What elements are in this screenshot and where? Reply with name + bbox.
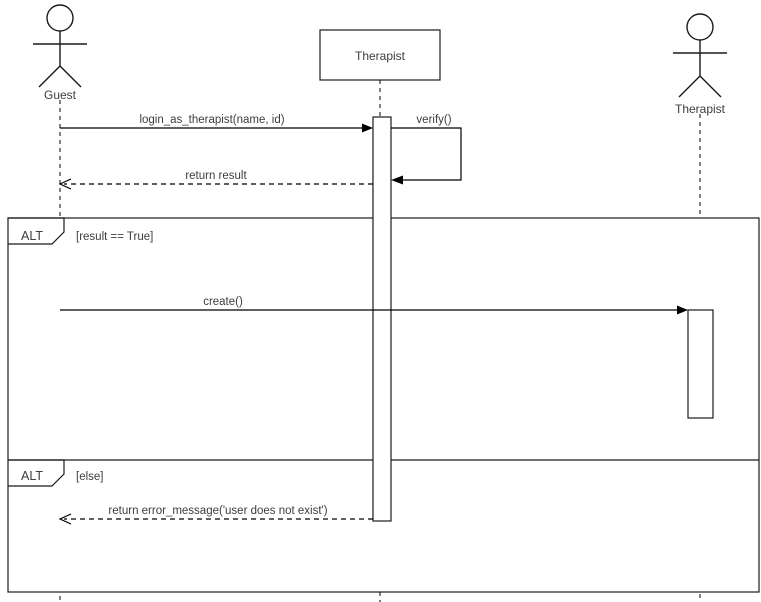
fragment-operator-label: ALT [21,229,43,243]
message-return-result[interactable]: return result [58,170,373,190]
fragment-operator-tab [8,459,65,487]
fragment-operand-true: ALT [result == True] [8,217,153,245]
participant-therapist-system[interactable]: Therapist [319,29,441,81]
message-label: return result [185,170,247,182]
message-arrowhead-icon [362,123,373,133]
message-arrowhead-icon [677,305,688,315]
actor-right-leg-icon [699,75,722,98]
participant-guest[interactable]: Guest [33,4,87,102]
fragment-guard-label: [result == True] [76,231,153,243]
message-verify-self-call[interactable]: verify() [391,114,462,185]
participant-label-guest: Guest [44,88,77,102]
message-label: login_as_therapist(name, id) [139,114,284,126]
message-arrowhead-icon [391,175,403,185]
participant-box [319,29,441,81]
fragment-operand-else: ALT [else] [8,459,104,487]
message-return-error[interactable]: return error_message('user does not exis… [58,505,373,525]
message-open-arrowhead-icon [58,513,72,525]
message-label: return error_message('user does not exis… [108,505,327,517]
message-open-arrowhead-icon [58,178,72,190]
fragment-operator-tab [8,217,65,245]
message-label: verify() [416,114,451,126]
message-create[interactable]: create() [60,296,688,315]
actor-head-icon [686,13,714,41]
actor-left-leg-icon [38,65,61,88]
participant-label-therapist-actor: Therapist [675,102,726,116]
actor-left-leg-icon [678,75,701,98]
activation-bars [372,116,714,522]
activation-bar-therapist-system [372,116,392,522]
participant-label-therapist-system: Therapist [355,49,406,63]
fragment-guard-label: [else] [76,471,104,483]
actor-head-icon [46,4,74,32]
message-self-loop-line [391,127,462,181]
message-label: create() [203,296,243,308]
message-login-as-therapist[interactable]: login_as_therapist(name, id) [60,114,373,133]
activation-bar-therapist-actor [687,309,714,419]
participant-therapist-actor[interactable]: Therapist [673,13,727,116]
fragment-operator-label: ALT [21,469,43,483]
actor-right-leg-icon [59,65,82,88]
